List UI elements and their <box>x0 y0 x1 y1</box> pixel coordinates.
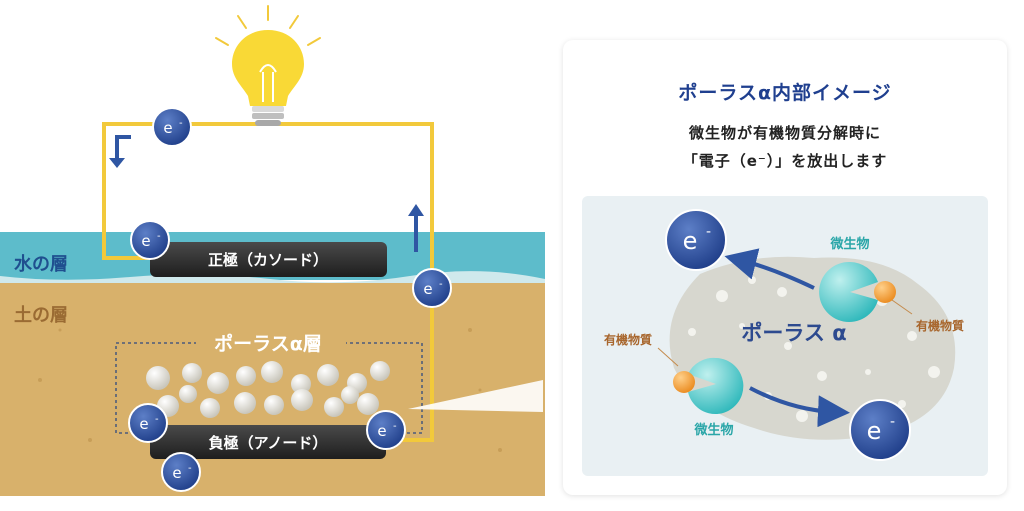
anode-label: 負極（アノード） <box>209 434 328 452</box>
electron-icon: e - <box>412 268 452 308</box>
inset-illustration: ポーラス α 微生物 有機物質 有機物質 微生物 e - <box>604 209 964 461</box>
porous-label-bg <box>196 330 346 356</box>
panel-description-line2: 「電子（e⁻）」を放出します <box>682 152 888 170</box>
callout-connector <box>408 380 543 412</box>
porous-particles <box>146 361 390 418</box>
cathode-electrode <box>150 242 387 277</box>
organic-label-left: 有機物質 <box>604 332 652 347</box>
electron-icon: e - <box>849 399 911 461</box>
svg-text:e: e <box>867 417 882 445</box>
electron-icon: e - <box>366 410 406 450</box>
electron-icon: e - <box>152 107 192 147</box>
microbe-icon <box>819 261 878 322</box>
porous-inset: ポーラス α 微生物 有機物質 有機物質 微生物 e - <box>582 196 988 476</box>
panel-description-line1: 微生物が有機物質分解時に <box>688 124 881 142</box>
svg-text:-: - <box>706 224 711 240</box>
svg-text:-: - <box>890 414 895 430</box>
arrow-icon <box>408 204 424 252</box>
svg-text:e: e <box>172 464 181 482</box>
water-layer-label: 水の層 <box>14 253 68 275</box>
electron-icon: e - <box>665 209 727 271</box>
svg-text:e: e <box>141 232 150 250</box>
svg-text:-: - <box>439 279 443 290</box>
svg-text:-: - <box>157 231 161 242</box>
svg-text:e: e <box>683 227 698 255</box>
organic-matter-icon <box>673 371 695 393</box>
arrow-icon <box>109 135 131 168</box>
porous-layer-label: ポーラスα層 <box>214 332 322 355</box>
svg-text:-: - <box>179 118 183 129</box>
organic-label-right: 有機物質 <box>916 318 964 333</box>
soil-layer-label: 土の層 <box>14 305 68 326</box>
light-bulb-icon <box>215 5 321 126</box>
svg-text:e: e <box>139 415 148 433</box>
microbe-label-top: 微生物 <box>829 236 869 252</box>
electron-icon: e - <box>130 220 170 260</box>
microbe-label-bottom: 微生物 <box>693 422 733 438</box>
svg-text:e: e <box>377 422 386 440</box>
svg-text:-: - <box>188 463 192 474</box>
organic-matter-icon <box>874 281 896 303</box>
cathode-label: 正極（カソード） <box>208 251 328 269</box>
electron-icon: e - <box>128 403 168 443</box>
soil-layer <box>0 283 545 496</box>
electron-icon: e - <box>161 452 201 492</box>
microbe-icon <box>688 357 744 414</box>
arrow-icon <box>749 386 850 428</box>
svg-text:-: - <box>155 414 159 425</box>
inset-porous-label: ポーラス α <box>741 321 846 345</box>
svg-text:-: - <box>393 421 397 432</box>
soil-speckles <box>38 328 502 452</box>
arrow-icon <box>724 248 815 290</box>
panel-title: ポーラスα内部イメージ <box>678 82 892 104</box>
detail-panel: ポーラスα内部イメージ 微生物が有機物質分解時に 「電子（e⁻）」を放出します … <box>563 40 1007 495</box>
anode-electrode <box>150 425 386 459</box>
svg-text:e: e <box>163 119 172 137</box>
svg-text:e: e <box>423 280 432 298</box>
